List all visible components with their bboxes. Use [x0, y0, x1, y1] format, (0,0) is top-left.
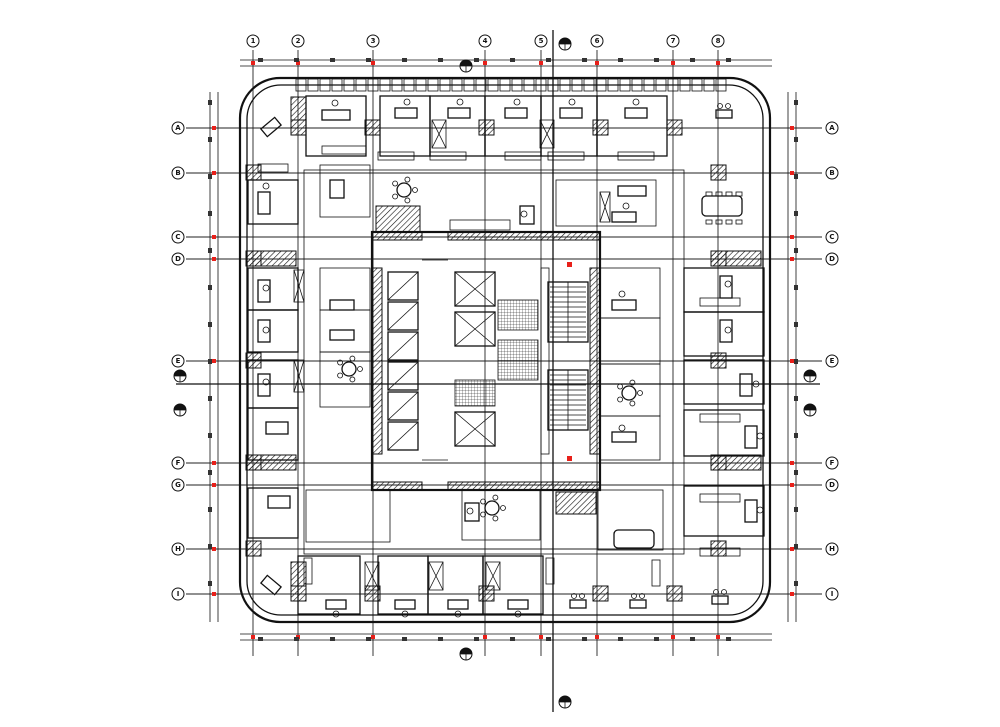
grid-bubble: 5 [534, 34, 548, 48]
grid-label: C [175, 233, 180, 241]
grid-label: 7 [671, 37, 676, 45]
grid-bubble: F [171, 456, 185, 470]
grid-bubble: D [171, 252, 185, 266]
grid-label: A [175, 124, 181, 132]
grid-label: 4 [483, 37, 488, 45]
grid-bubble: 2 [291, 34, 305, 48]
grid-label: H [175, 545, 181, 553]
grid-bubble: B [825, 166, 839, 180]
grid-label: G [175, 481, 181, 489]
grid-label: E [830, 357, 835, 365]
structural-columns [245, 96, 762, 602]
grid-bubble: 4 [478, 34, 492, 48]
building-core [370, 230, 602, 492]
grid-label: H [829, 545, 835, 553]
grid-bubble: C [171, 230, 185, 244]
grid-bubble: I [825, 587, 839, 601]
grid-label: 1 [251, 37, 256, 45]
grid-label: I [177, 590, 180, 598]
grid-bubble: E [825, 354, 839, 368]
grid-label: D [175, 255, 181, 263]
dimension-lines [209, 59, 797, 641]
grid-label: D [829, 255, 835, 263]
grid-label: A [829, 124, 835, 132]
red-markers [567, 262, 572, 461]
grid-bubble: I [171, 587, 185, 601]
grid-label: C [829, 233, 834, 241]
grid-bubble: E [171, 354, 185, 368]
grid-bubble: H [825, 542, 839, 556]
grid-label: F [176, 459, 181, 467]
grid-label: D [829, 481, 835, 489]
grid-bubble: 3 [366, 34, 380, 48]
grid-bubble: D [825, 252, 839, 266]
grid-label: E [176, 357, 181, 365]
grid-bubble: H [171, 542, 185, 556]
grid-bubbles: 1 2 3 4 5 6 7 8A B C D E F G H I A B C D E F D H I [171, 34, 839, 601]
grid-bubble: B [171, 166, 185, 180]
grid-label: 2 [296, 37, 301, 45]
grid-bubble: 8 [711, 34, 725, 48]
grid-bubble: A [825, 121, 839, 135]
grid-label: B [175, 169, 180, 177]
grid-bubble: 6 [590, 34, 604, 48]
perimeter-offices [247, 95, 765, 615]
grid-label: B [829, 169, 834, 177]
grid-label: F [830, 459, 835, 467]
grid-bubble: 7 [666, 34, 680, 48]
grid-bubble: A [171, 121, 185, 135]
grid-bubble: G [171, 478, 185, 492]
furniture [257, 98, 764, 618]
grid-bubble: C [825, 230, 839, 244]
grid-label: 5 [539, 37, 544, 45]
section-markers [173, 37, 817, 709]
grid-label: 6 [595, 37, 600, 45]
grid-label: 3 [371, 37, 376, 45]
section-line [176, 30, 820, 712]
grid-bubble: D [825, 478, 839, 492]
building-outline [238, 76, 772, 624]
grid-label: I [831, 590, 834, 598]
grid-bubble: 1 [246, 34, 260, 48]
grid-label: 8 [716, 37, 721, 45]
grid-bubble: F [825, 456, 839, 470]
